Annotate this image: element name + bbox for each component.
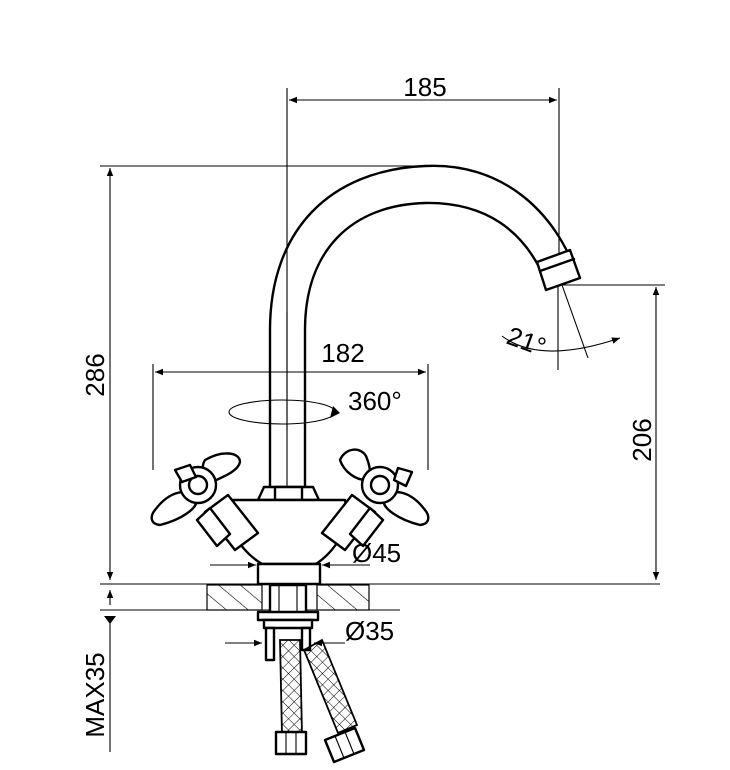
dimension-spout-angle: 21°: [501, 280, 621, 370]
rotation-label: 360°: [348, 386, 402, 416]
countertop-section: [100, 583, 660, 611]
base-diameter-label: Ø45: [352, 538, 401, 568]
base-width-label: 182: [321, 338, 364, 368]
rotation-indicator: 360°: [228, 386, 402, 425]
max-thickness-label: MAX35: [80, 652, 110, 737]
faucet-base-collar: [256, 562, 322, 586]
shank-diameter-label: Ø35: [345, 616, 394, 646]
dimension-spout-height: 206: [560, 284, 665, 580]
total-height-label: 286: [80, 353, 110, 396]
mounting-shank: [256, 583, 320, 662]
dimension-max-thickness: MAX35: [80, 590, 116, 752]
spout-angle-label: 21°: [503, 320, 550, 362]
flexible-hoses: [274, 638, 366, 764]
dimension-total-height: 286: [80, 165, 430, 580]
right-cross-handle[interactable]: [338, 448, 430, 527]
left-cross-handle[interactable]: [150, 452, 242, 527]
dimension-base-width: 182: [152, 338, 429, 470]
dimension-base-diameter: Ø45: [210, 538, 401, 569]
spout-height-label: 206: [627, 418, 657, 461]
right-hose-nut: [323, 726, 366, 764]
left-hose-nut: [274, 730, 308, 756]
faucet-body: [150, 164, 582, 586]
dimension-shank-diameter: Ø35: [225, 616, 394, 647]
spout-reach-label: 185: [403, 72, 446, 102]
